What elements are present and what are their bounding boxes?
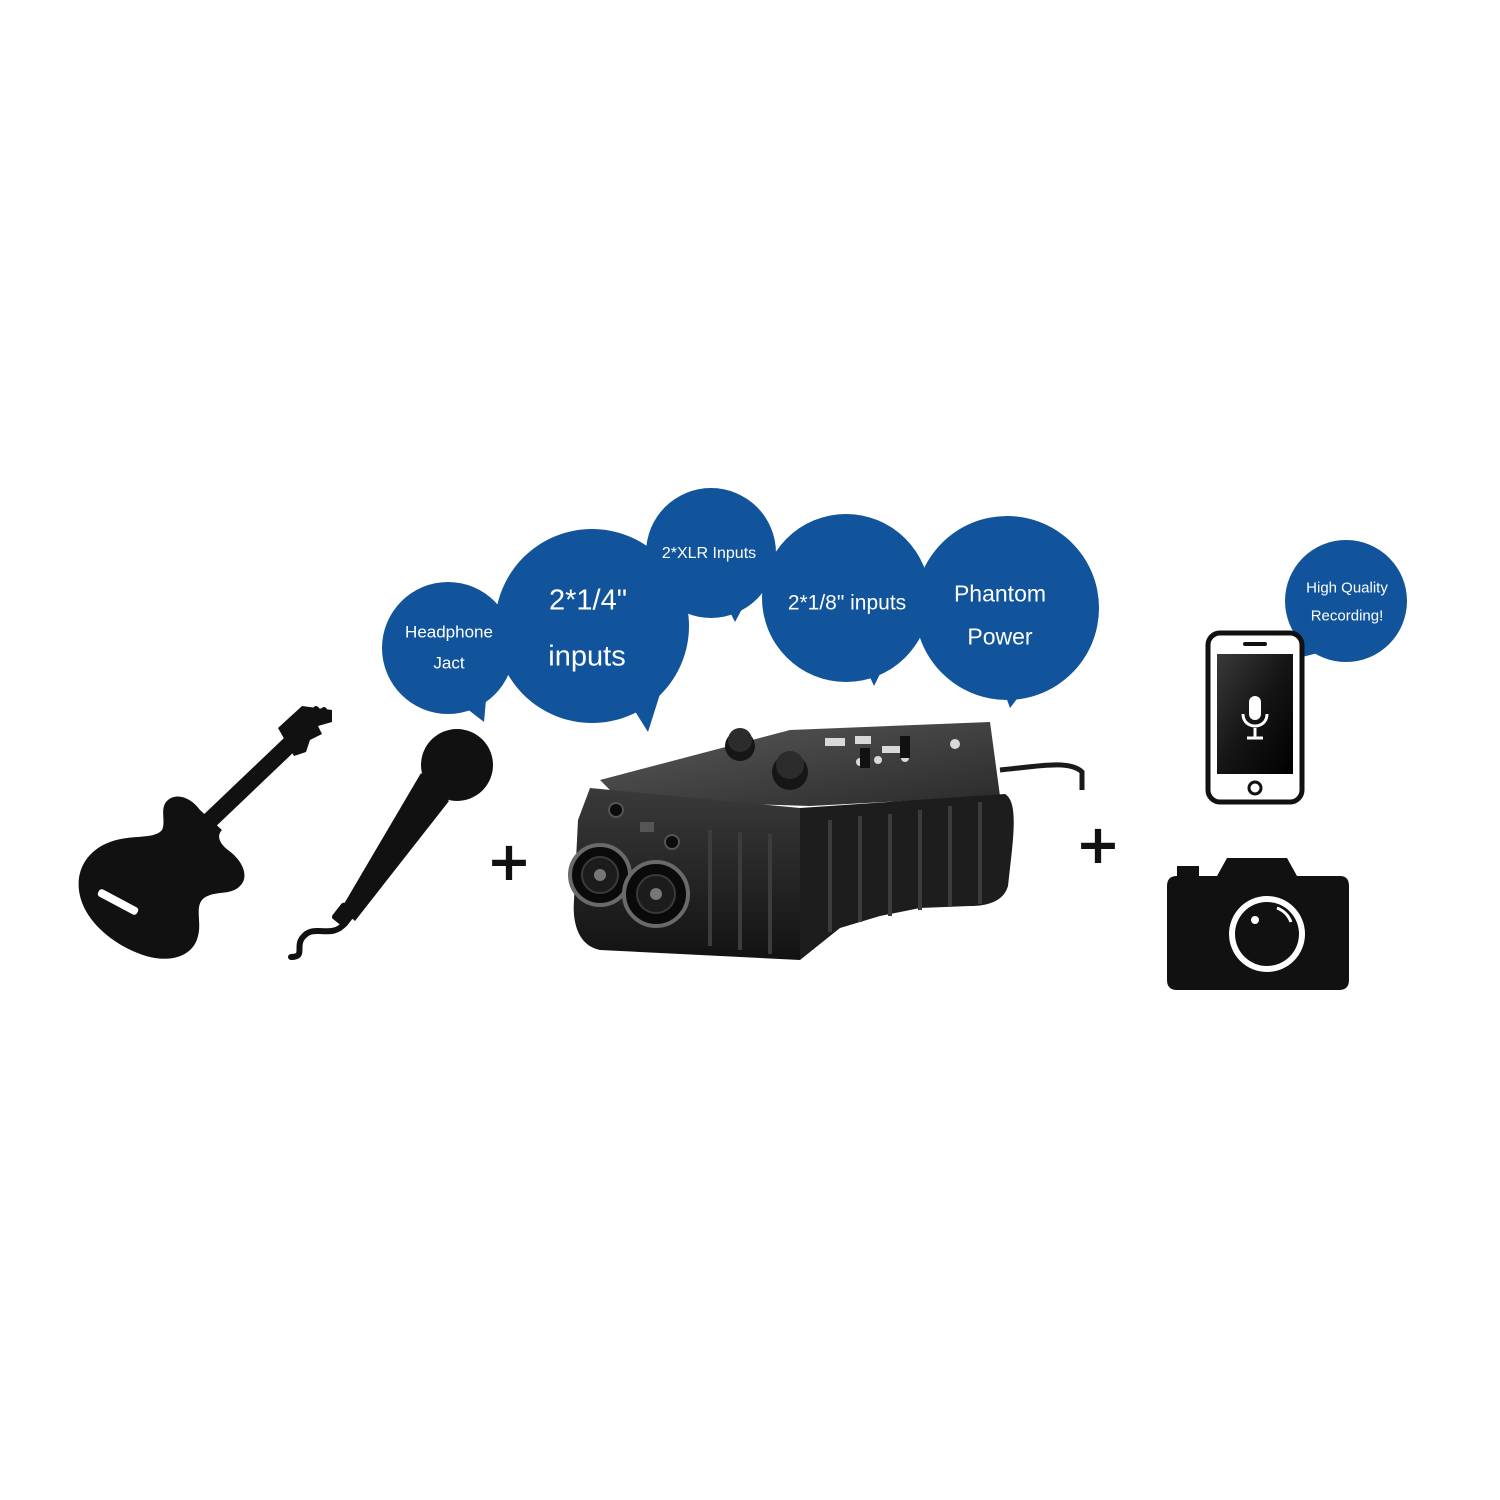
plus-sign-left: + bbox=[486, 830, 532, 893]
microphone-glyph-icon bbox=[1241, 696, 1269, 740]
bubble-xlr bbox=[646, 488, 776, 622]
smartphone-icon bbox=[1205, 630, 1305, 805]
xlr-label: 2*XLR Inputs bbox=[661, 545, 757, 562]
camera-icon bbox=[1167, 858, 1349, 990]
bubble-quarter-inch bbox=[495, 529, 689, 732]
headphone-label-line2: Jact bbox=[433, 653, 465, 673]
headphone-label-line1: Headphone bbox=[405, 622, 493, 642]
guitar-icon bbox=[78, 706, 332, 959]
audio-adapter-device bbox=[568, 722, 1085, 960]
phantom-label-line2: Power bbox=[967, 623, 1033, 650]
quality-label-line2: Recording! bbox=[1310, 607, 1384, 625]
microphone-icon bbox=[288, 729, 493, 960]
plus-sign-right: + bbox=[1075, 813, 1121, 876]
quality-label-line1: High Quality bbox=[1306, 579, 1388, 597]
quarter-inch-label-line1: 2*1/4" bbox=[548, 584, 628, 617]
bubble-eighth-inch bbox=[762, 514, 930, 686]
eighth-inch-label: 2*1/8" inputs bbox=[787, 591, 907, 615]
bubble-phantom bbox=[915, 516, 1099, 708]
phantom-label-line1: Phantom bbox=[953, 580, 1047, 607]
bubble-headphone bbox=[382, 582, 514, 722]
quarter-inch-label-line2: inputs bbox=[548, 640, 626, 673]
